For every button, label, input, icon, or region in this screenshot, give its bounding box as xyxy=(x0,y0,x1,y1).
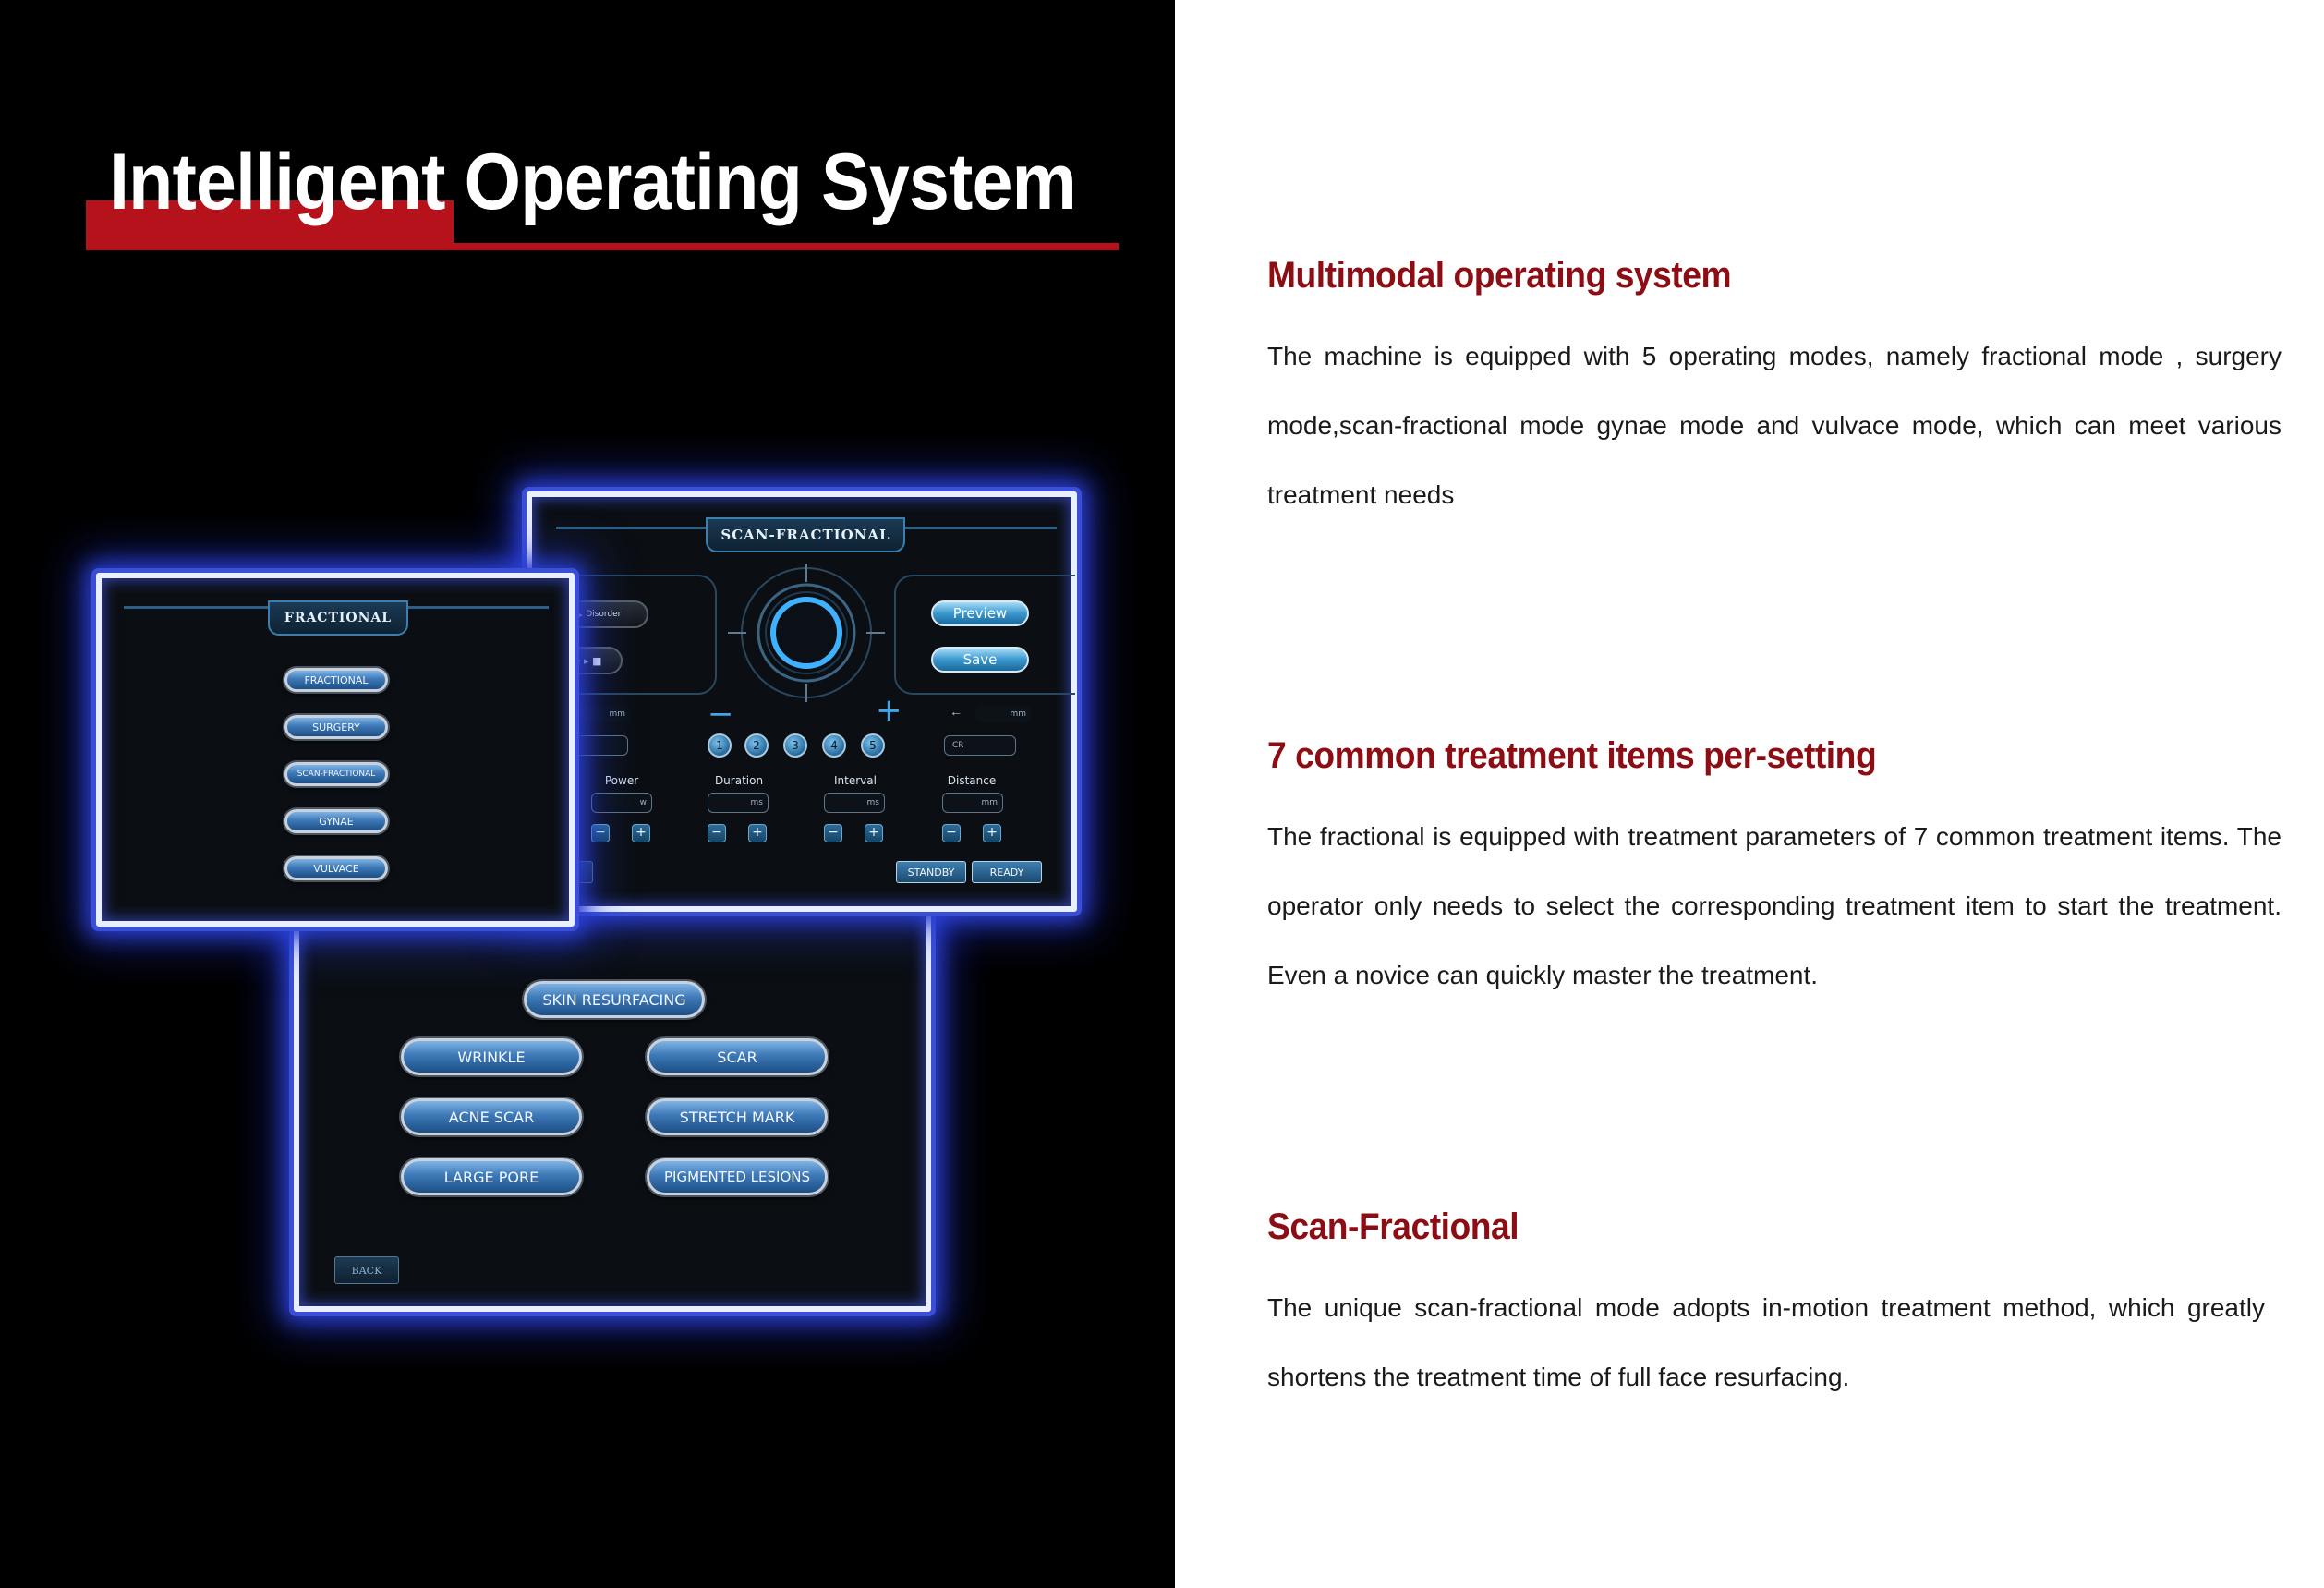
duration-plus-button[interactable]: + xyxy=(748,824,767,842)
skin-resurfacing-button[interactable]: SKIN RESURFACING xyxy=(524,981,705,1018)
section-body-scan-fractional: The unique scan-fractional mode adopts i… xyxy=(1267,1293,2265,1391)
section-heading-multimodal: Multimodal operating system xyxy=(1267,255,1732,296)
power-minus-button[interactable]: − xyxy=(591,824,610,842)
section-heading-scan-fractional: Scan-Fractional xyxy=(1267,1206,1519,1247)
header-bar-right xyxy=(894,527,1057,529)
right-arrow-icon: ← xyxy=(950,704,962,719)
power-field[interactable]: w xyxy=(591,793,652,813)
wrinkle-button[interactable]: WRINKLE xyxy=(401,1038,582,1075)
back-button[interactable]: BACK xyxy=(334,1256,399,1284)
gynae-mode-button[interactable]: GYNAE xyxy=(284,809,388,833)
interval-minus-button[interactable]: − xyxy=(824,824,842,842)
page-title: Intelligent Operating System xyxy=(109,138,1077,226)
number-2-button[interactable]: 2 xyxy=(744,733,769,758)
plus-icon[interactable]: + xyxy=(876,692,902,729)
large-pore-button[interactable]: LARGE PORE xyxy=(401,1158,582,1195)
title-accent-line xyxy=(86,243,1119,250)
distance-plus-button[interactable]: + xyxy=(983,824,1001,842)
fractional-mode-button[interactable]: FRACTIONAL xyxy=(284,668,388,692)
section-body-treatment-items: The fractional is equipped with treatmen… xyxy=(1267,822,2282,989)
number-1-button[interactable]: 1 xyxy=(708,733,732,758)
section-heading-treatment-items: 7 common treatment items per-setting xyxy=(1267,735,1877,776)
number-3-button[interactable]: 3 xyxy=(783,733,807,758)
disorder-label: Disorder xyxy=(586,610,622,619)
minus-icon[interactable]: − xyxy=(708,696,734,733)
interval-plus-button[interactable]: + xyxy=(865,824,883,842)
treatment-screen: SKIN RESURFACING WRINKLE SCAR ACNE SCAR … xyxy=(294,887,931,1312)
interval-label: Interval xyxy=(834,774,877,787)
right-select[interactable]: CR xyxy=(944,735,1016,756)
section-body-multimodal: The machine is equipped with 5 operating… xyxy=(1267,342,2282,509)
side-bracket-left xyxy=(532,575,717,695)
dark-panel: Intelligent Operating System SKIN RESURF… xyxy=(0,0,1175,1588)
distance-field[interactable]: mm xyxy=(942,793,1003,813)
scan-fractional-title: SCAN-FRACTIONAL xyxy=(706,517,905,552)
fractional-title: FRACTIONAL xyxy=(268,600,408,636)
scar-button[interactable]: SCAR xyxy=(647,1038,828,1075)
right-unit-field[interactable]: mm xyxy=(975,706,1031,722)
save-button[interactable]: Save xyxy=(931,647,1029,673)
pigmented-lesions-button[interactable]: PIGMENTED LESIONS xyxy=(647,1158,828,1195)
distance-minus-button[interactable]: − xyxy=(942,824,961,842)
vulvace-mode-button[interactable]: VULVACE xyxy=(284,856,388,880)
stretch-mark-button[interactable]: STRETCH MARK xyxy=(647,1098,828,1135)
left-unit-field[interactable]: mm xyxy=(556,706,630,722)
power-label: Power xyxy=(604,774,639,787)
title-accent-block xyxy=(86,200,454,249)
power-plus-button[interactable]: + xyxy=(632,824,650,842)
duration-label: Duration xyxy=(714,774,764,787)
acne-scar-button[interactable]: ACNE SCAR xyxy=(401,1098,582,1135)
scan-fractional-screen: SCAN-FRACTIONAL on ▸ Disorder ape ▸ ■ Pr… xyxy=(527,491,1077,912)
distance-label: Distance xyxy=(947,774,997,787)
scan-fractional-mode-button[interactable]: SCAN-FRACTIONAL xyxy=(284,762,388,786)
duration-minus-button[interactable]: − xyxy=(708,824,726,842)
header-bar-left xyxy=(556,527,713,529)
side-bracket-right xyxy=(894,575,1075,695)
preview-button[interactable]: Preview xyxy=(931,600,1029,626)
standby-button[interactable]: STANDBY xyxy=(896,861,966,883)
header-bar-right xyxy=(390,606,549,609)
fractional-screen: FRACTIONAL FRACTIONAL SURGERY SCAN-FRACT… xyxy=(96,573,575,927)
target-ring-icon xyxy=(728,564,885,702)
ready-button[interactable]: READY xyxy=(972,861,1042,883)
right-select-value: CR xyxy=(952,741,964,750)
surgery-mode-button[interactable]: SURGERY xyxy=(284,715,388,739)
duration-field[interactable]: ms xyxy=(708,793,769,813)
interval-field[interactable]: ms xyxy=(824,793,885,813)
header-bar-left xyxy=(124,606,283,609)
number-4-button[interactable]: 4 xyxy=(822,733,846,758)
number-5-button[interactable]: 5 xyxy=(861,733,885,758)
